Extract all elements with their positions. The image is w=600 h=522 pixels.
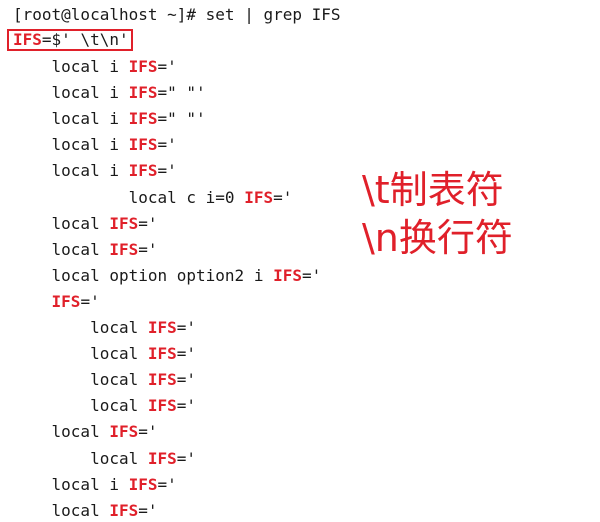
line-suffix: =' [138, 239, 158, 259]
output-line: local i IFS=' [13, 134, 177, 156]
line-suffix: =' [157, 474, 177, 494]
line-indent [13, 422, 52, 441]
line-suffix: =' [176, 448, 197, 468]
line-prefix: local i [51, 109, 129, 129]
line-prefix: local [90, 318, 148, 337]
line-indent [13, 83, 52, 102]
ifs-keyword: IFS [51, 291, 81, 311]
ifs-keyword: IFS [147, 318, 177, 337]
command-prompt-line: [root@localhost ~]# set | grep IFS [13, 5, 341, 24]
line-prefix: local [90, 344, 148, 364]
line-suffix: =' [176, 318, 197, 337]
line-indent [13, 396, 90, 415]
line-prefix: local [51, 500, 110, 520]
output-line: local i IFS=' [13, 56, 177, 78]
line-suffix: =' [157, 135, 177, 155]
line-suffix: =' [157, 161, 177, 181]
ifs-keyword: IFS [147, 344, 177, 364]
ifs-keyword: IFS [13, 30, 42, 49]
line-prefix: local i [51, 83, 129, 103]
line-suffix: =' [80, 291, 100, 311]
output-line: local IFS=' [13, 343, 196, 365]
annotation-newline: \n换行符 [362, 216, 513, 260]
output-line: IFS=' [13, 291, 100, 313]
line-indent [13, 161, 52, 180]
line-prefix: local [51, 239, 110, 259]
line-prefix: local [90, 396, 148, 416]
output-line: local IFS=' [13, 369, 196, 391]
line-indent [13, 318, 90, 337]
line-suffix: =' [302, 265, 322, 285]
ifs-keyword: IFS [273, 265, 302, 285]
ifs-keyword: IFS [128, 161, 158, 181]
line-prefix: local c i=0 [128, 187, 245, 207]
ifs-keyword: IFS [128, 474, 158, 494]
ifs-keyword: IFS [147, 396, 177, 416]
ifs-keyword: IFS [109, 213, 139, 233]
output-line: local option option2 i IFS=' [13, 265, 322, 287]
line-suffix: =' [138, 500, 158, 520]
line-indent [13, 240, 52, 259]
line-suffix: =' [138, 422, 158, 442]
line-suffix: =' [176, 370, 197, 390]
ifs-highlight-box [7, 29, 133, 51]
output-line: local c i=0 IFS=' [13, 187, 293, 209]
line-indent [13, 214, 52, 233]
line-indent [13, 109, 52, 128]
line-prefix: local i [51, 135, 129, 155]
line-indent [13, 449, 90, 468]
line-indent [13, 266, 52, 285]
ifs-keyword: IFS [109, 239, 139, 259]
line-indent [13, 135, 52, 154]
ifs-keyword: IFS [244, 187, 274, 207]
ifs-value: =$' \t\n' [41, 30, 129, 49]
line-prefix: local option option2 i [51, 265, 274, 285]
line-prefix: local [90, 448, 148, 468]
output-line: local IFS=' [13, 213, 158, 235]
annotation-tab: \t制表符 [362, 168, 504, 212]
output-line: local i IFS=" "' [13, 82, 206, 104]
ifs-keyword: IFS [128, 135, 158, 155]
line-indent [13, 475, 52, 494]
output-line: local i IFS=" "' [13, 108, 206, 130]
line-prefix: local i [51, 474, 129, 494]
output-line: local IFS=' [13, 448, 196, 470]
output-line: local IFS=' [13, 421, 158, 443]
ifs-keyword: IFS [128, 109, 158, 129]
line-prefix: local i [51, 161, 129, 181]
ifs-keyword: IFS [128, 83, 158, 103]
output-line: local IFS=' [13, 317, 196, 339]
ifs-keyword: IFS [147, 370, 177, 390]
line-indent [13, 57, 52, 76]
line-indent [13, 188, 129, 207]
line-indent [13, 344, 90, 363]
line-indent [13, 292, 52, 311]
output-line: local i IFS=' [13, 160, 177, 182]
output-line: local i IFS=' [13, 474, 177, 496]
line-indent [13, 370, 90, 389]
line-suffix: =' [157, 57, 177, 76]
line-suffix: =' [273, 187, 293, 207]
line-prefix: local [51, 213, 110, 233]
output-line: local IFS=' [13, 239, 158, 261]
ifs-keyword: IFS [109, 422, 139, 442]
output-line: local IFS=' [13, 395, 196, 417]
line-indent [13, 501, 52, 520]
line-prefix: local i [51, 57, 129, 76]
line-prefix: local [51, 422, 110, 442]
ifs-keyword: IFS [128, 57, 158, 76]
line-suffix: =" "' [157, 109, 206, 129]
line-suffix: =' [176, 396, 197, 416]
ifs-keyword: IFS [147, 448, 177, 468]
line-prefix: local [90, 370, 148, 390]
line-suffix: =' [176, 344, 197, 364]
ifs-keyword: IFS [109, 500, 139, 520]
line-suffix: =' [138, 213, 158, 233]
output-line: local IFS=' [13, 500, 158, 522]
line-suffix: =" "' [157, 83, 206, 103]
ifs-definition-line: IFS=$' \t\n' [13, 29, 129, 51]
